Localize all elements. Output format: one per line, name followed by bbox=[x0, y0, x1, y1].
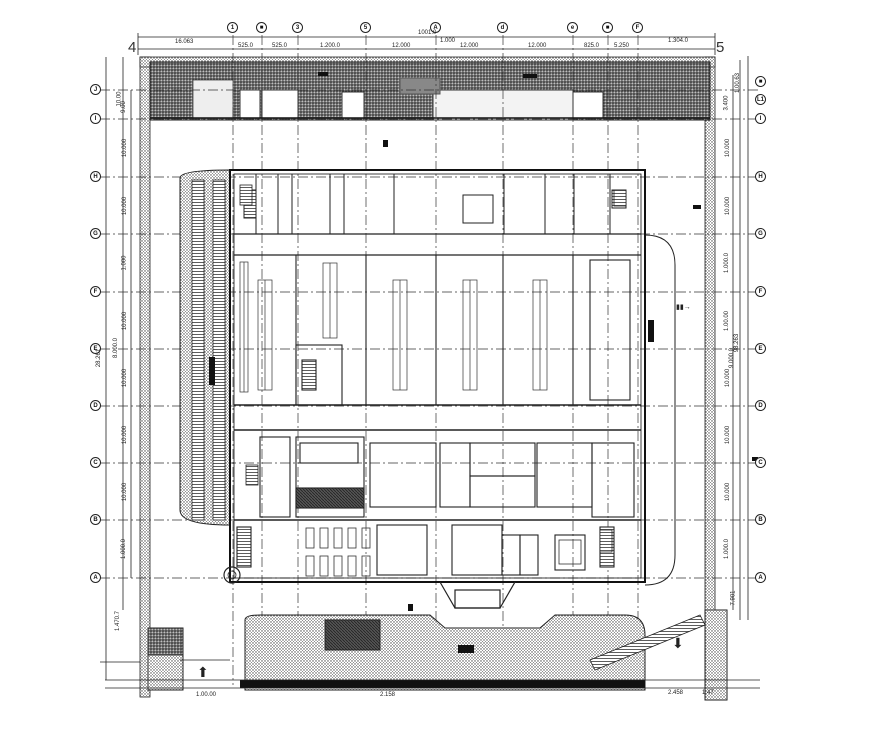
dim-left-bay-3: 10.000 bbox=[122, 138, 129, 158]
grid-bubble-right-l1[interactable]: L1 bbox=[755, 94, 766, 105]
dim-bottom-right-small: 1.47 bbox=[702, 690, 714, 696]
dim-left-bay-8: 10.000 bbox=[122, 425, 129, 445]
grid-bubble-col-7[interactable]: e bbox=[567, 22, 578, 33]
grid-bubble-col-1[interactable]: 1 bbox=[227, 22, 238, 33]
dim-right-bay-2: 10.000 bbox=[725, 138, 732, 158]
dim-right-bay-9: 1.000.0 bbox=[724, 538, 731, 560]
grid-bubble-right-a[interactable]: A bbox=[755, 572, 766, 583]
lab-wing-partitions bbox=[234, 255, 641, 431]
conference-table bbox=[558, 539, 582, 565]
stair-cores bbox=[239, 184, 627, 553]
grid-bubble-right-c[interactable]: C bbox=[755, 457, 766, 468]
grid-bubble-row-c[interactable]: C bbox=[90, 457, 101, 468]
grid-bubble-col-8[interactable]: ■ bbox=[602, 22, 613, 33]
dim-left-bay-4: 10.000 bbox=[122, 196, 129, 216]
dim-right-bay-8: 10.000 bbox=[725, 482, 732, 502]
dim-top-seg-10: 5.250 bbox=[614, 43, 630, 49]
grid-bubble-col-3[interactable]: 3 bbox=[292, 22, 303, 33]
east-exit-arrow-icon: ▮▮→ bbox=[676, 304, 691, 311]
right-dimension-lines bbox=[732, 56, 749, 620]
dim-bottom-mid: 2.158 bbox=[380, 692, 396, 698]
dim-top-overall: 1001.0 bbox=[418, 30, 437, 36]
dim-top-seg-6: 1.000 bbox=[440, 38, 456, 44]
dim-bottom-left: 1.00.00 bbox=[196, 692, 217, 698]
dim-right-middle: 9.000.0 bbox=[729, 347, 736, 369]
dim-right-bay-6: 10.000 bbox=[725, 368, 732, 388]
grid-bubble-row-e[interactable]: E bbox=[90, 343, 101, 354]
dim-left-bay-7: 10.000 bbox=[122, 368, 129, 388]
grid-bubble-col-6[interactable]: d bbox=[497, 22, 508, 33]
dim-left-bay-10: 1.000.0 bbox=[121, 538, 128, 560]
dim-top-seg-11: 1.304.0 bbox=[668, 38, 689, 44]
dim-left-bay-6: 10.000 bbox=[122, 311, 129, 331]
dim-right-bay-1: 3.400 bbox=[723, 95, 730, 111]
grid-bubble-row-b[interactable]: B bbox=[90, 514, 101, 525]
dim-top-seg-8: 12.000 bbox=[528, 43, 547, 49]
grid-bubble-row-g[interactable]: G bbox=[90, 228, 101, 239]
dim-right-bottom: 7.901 bbox=[730, 590, 737, 606]
grid-bubble-right-top[interactable]: ■ bbox=[755, 76, 766, 87]
dim-right-bay-3: 10.000 bbox=[725, 196, 732, 216]
north-service-strip bbox=[149, 61, 711, 121]
corner-mark-top-right: 5 bbox=[716, 39, 725, 56]
grid-bubble-col-4[interactable]: 5 bbox=[360, 22, 371, 33]
annotation-tags bbox=[318, 72, 758, 611]
south-block-rooms bbox=[234, 436, 641, 576]
grid-bubble-right-b[interactable]: B bbox=[755, 514, 766, 525]
grid-bubble-col-5[interactable]: A bbox=[430, 22, 441, 33]
grid-bubble-row-f[interactable]: F bbox=[90, 286, 101, 297]
dim-top-seg-1: 16.063 bbox=[175, 39, 194, 45]
west-ramp bbox=[179, 169, 231, 526]
north-offices bbox=[234, 174, 641, 256]
exit-arrow-down-icon: ⬇ bbox=[672, 635, 684, 651]
dim-right-bay-4: 1.000.0 bbox=[724, 252, 731, 274]
dim-top-seg-9: 825.0 bbox=[584, 43, 600, 49]
lab-benches bbox=[239, 261, 548, 393]
building-outline bbox=[229, 169, 646, 583]
grid-bubble-right-e[interactable]: E bbox=[755, 343, 766, 354]
dim-top-seg-4: 1.200.0 bbox=[320, 43, 341, 49]
grid-bubble-row-i[interactable]: I bbox=[90, 113, 101, 124]
east-drive bbox=[644, 234, 676, 586]
grid-bubble-col-2[interactable]: ■ bbox=[256, 22, 267, 33]
entry-arrow-up-icon: ⬆ bbox=[197, 664, 209, 680]
dim-right-top: 1.00.63 bbox=[735, 72, 742, 94]
dim-right-bay-7: 10.000 bbox=[725, 425, 732, 445]
grid-bubble-col-9[interactable]: F bbox=[632, 22, 643, 33]
dim-left-middle: 8.000.0 bbox=[113, 337, 120, 359]
dim-top-seg-2: 525.0 bbox=[238, 43, 254, 49]
dim-left-bay-2: 9.00 bbox=[120, 101, 127, 113]
grid-bubble-row-h[interactable]: H bbox=[90, 171, 101, 182]
dim-bottom-right: 2.458 bbox=[668, 690, 684, 696]
grid-bubble-row-d[interactable]: D bbox=[90, 400, 101, 411]
corner-mark-top-left: 4 bbox=[128, 39, 137, 56]
grid-bubble-row-a[interactable]: A bbox=[90, 572, 101, 583]
training-tables bbox=[305, 527, 371, 577]
grid-bubble-right-h[interactable]: H bbox=[755, 171, 766, 182]
dim-right-overall: 98.263 bbox=[734, 333, 741, 353]
top-dimension-lines bbox=[137, 33, 716, 55]
left-dimension-lines bbox=[100, 57, 140, 680]
grid-bubble-right-g[interactable]: G bbox=[755, 228, 766, 239]
dim-right-bay-5: 1.00.00 bbox=[724, 310, 731, 332]
grid-bubble-right-i[interactable]: I bbox=[755, 113, 766, 124]
dim-top-seg-5: 12.000 bbox=[392, 43, 411, 49]
grid-bubble-right-d[interactable]: D bbox=[755, 400, 766, 411]
grid-bubble-row-j[interactable]: J bbox=[90, 84, 101, 95]
grid-bubble-right-f[interactable]: F bbox=[755, 286, 766, 297]
column-roundel bbox=[223, 566, 241, 584]
south-service-zone bbox=[105, 609, 760, 701]
main-entrance bbox=[439, 581, 516, 609]
dim-left-bottom: 1.470.7 bbox=[115, 610, 122, 632]
dim-left-overall: 28.261 bbox=[96, 348, 103, 368]
dim-top-seg-3: 525.0 bbox=[272, 43, 288, 49]
dim-top-seg-7: 12.000 bbox=[460, 43, 479, 49]
dim-left-bay-5: 1.000 bbox=[121, 255, 128, 271]
dim-left-bay-9: 10.000 bbox=[122, 482, 129, 502]
